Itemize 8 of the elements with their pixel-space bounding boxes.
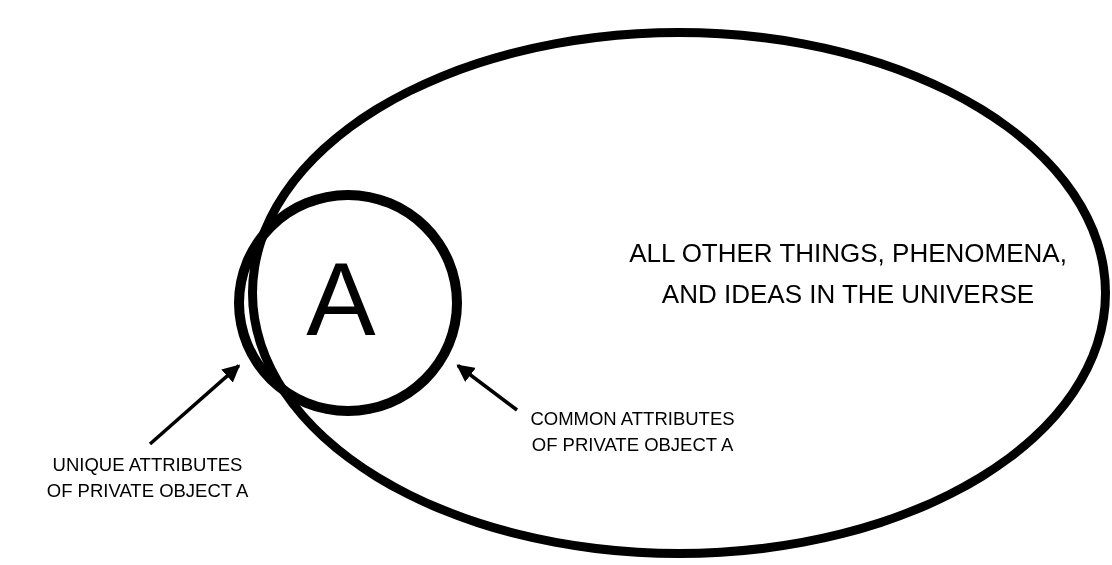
universe-ellipse: [248, 28, 1110, 558]
leader-arrow: [148, 364, 241, 446]
circle-letter: A: [306, 247, 376, 351]
object-circle: [234, 190, 462, 416]
callout-label: COMMON ATTRIBUTES OF PRIVATE OBJECT A: [525, 406, 740, 458]
leader-arrow: [456, 364, 519, 412]
callout-label: UNIQUE ATTRIBUTES OF PRIVATE OBJECT A: [40, 452, 255, 504]
ellipse-label: ALL OTHER THINGS, PHENOMENA, AND IDEAS IN THE UNIVERSE: [628, 237, 1068, 311]
